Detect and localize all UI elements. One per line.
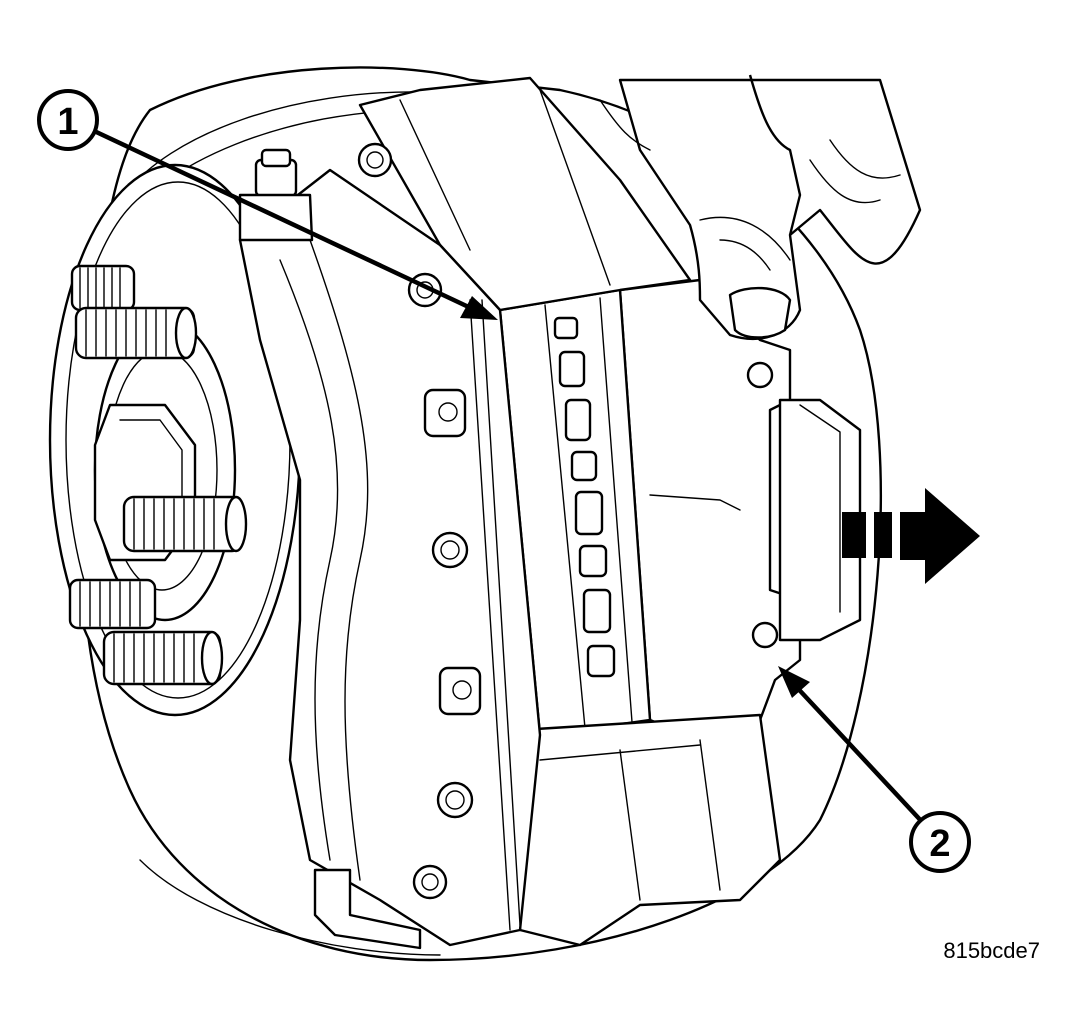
callout-2-label: 2 — [929, 823, 950, 865]
leader-line-2 — [778, 666, 927, 827]
brake-caliper — [238, 76, 692, 950]
caliper-adapter — [618, 278, 862, 742]
brake-pad-and-rotor-edge — [498, 288, 652, 737]
wheel-stud — [68, 578, 157, 630]
callout-1-label: 1 — [57, 101, 78, 143]
wheel-stud — [70, 264, 136, 312]
image-code: 815bcde7 — [943, 938, 1040, 963]
callout-1: 1 — [37, 89, 99, 151]
dashed-arrow-right-icon — [842, 488, 980, 584]
wheel-stud — [122, 495, 248, 553]
lower-anchor-bracket — [518, 713, 782, 947]
wheel-studs — [68, 264, 248, 686]
leader-line-1 — [91, 127, 498, 320]
technician-hand — [599, 74, 922, 340]
callout-2: 2 — [909, 811, 971, 873]
wheel-stud — [102, 630, 224, 686]
wheel-stud — [74, 306, 198, 360]
